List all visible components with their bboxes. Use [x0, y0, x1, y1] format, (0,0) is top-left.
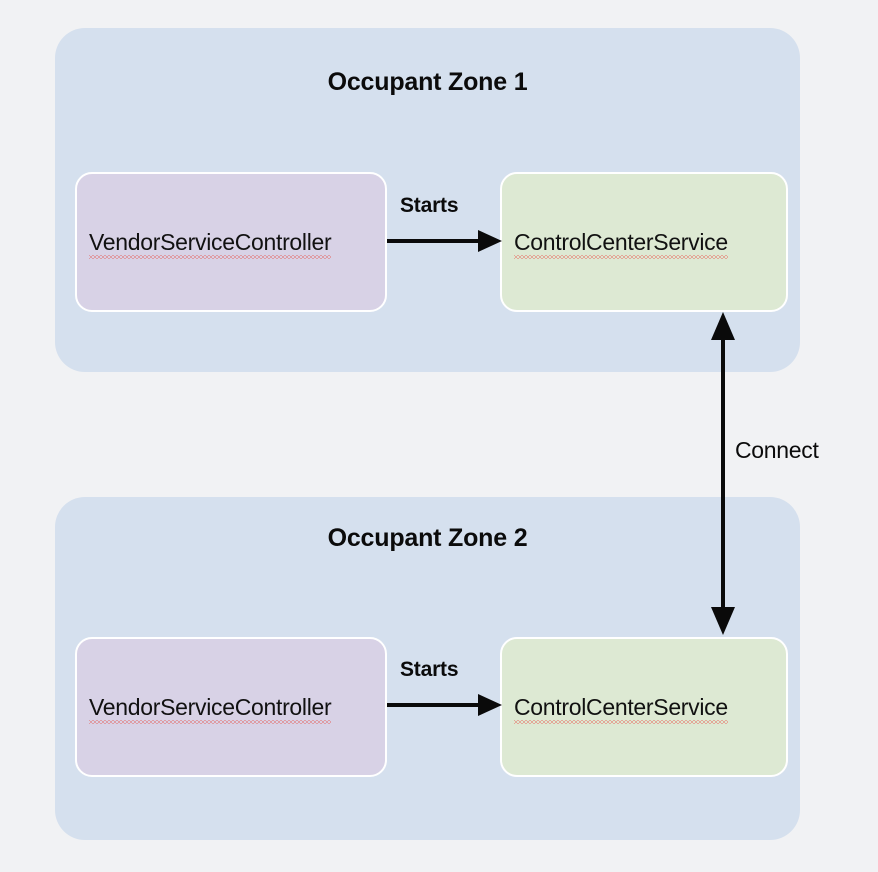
occupant-zone-1-title: Occupant Zone 1 [327, 68, 528, 96]
node-control-center-service-zone-2[interactable]: ControlCenterService [500, 637, 788, 777]
node-label: VendorServiceController [77, 229, 332, 259]
node-vendor-service-controller-zone-1[interactable]: VendorServiceController [75, 172, 387, 312]
occupant-zone-2-title: Occupant Zone 2 [327, 524, 528, 552]
edge-label-connect: Connect [735, 437, 819, 463]
node-vendor-service-controller-zone-2[interactable]: VendorServiceController [75, 637, 387, 777]
node-control-center-service-zone-1[interactable]: ControlCenterService [500, 172, 788, 312]
node-label: ControlCenterService [502, 694, 728, 724]
edge-label-starts-zone-1: Starts [400, 194, 459, 217]
node-label: VendorServiceController [77, 694, 332, 724]
edge-label-starts-zone-2: Starts [400, 658, 459, 681]
node-label: ControlCenterService [502, 229, 728, 259]
